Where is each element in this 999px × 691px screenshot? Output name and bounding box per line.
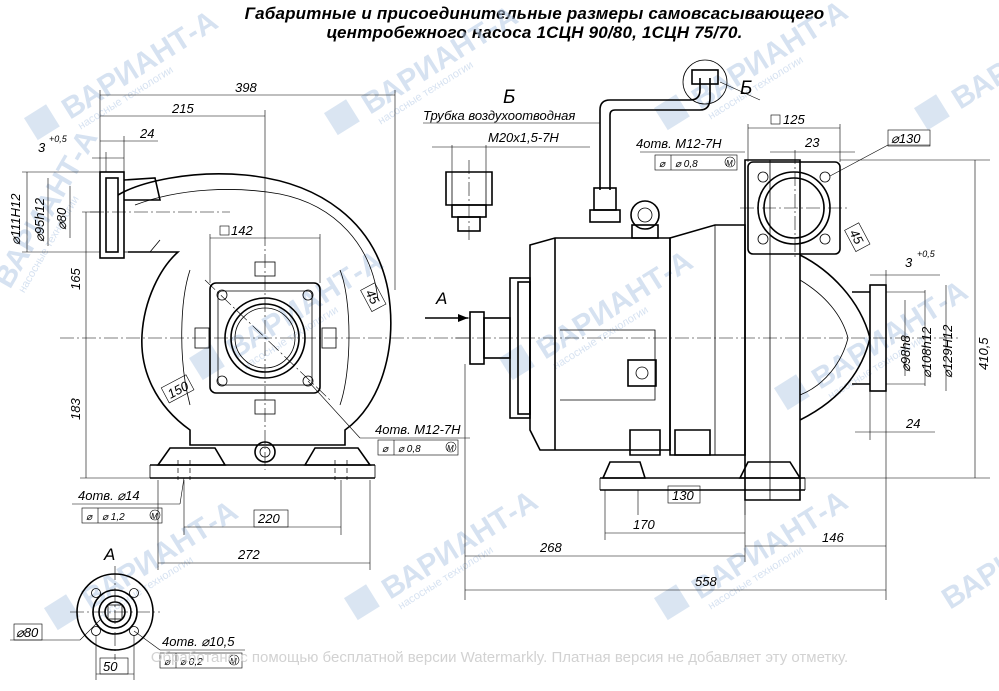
side-dim-height-410: 410,5: [976, 337, 991, 370]
watermark-footer-notice: Обработано с помощью бесплатной версии W…: [150, 649, 849, 666]
view-b-arrow-label: Б: [740, 78, 752, 99]
svg-text:⌀: ⌀: [659, 159, 666, 170]
motor-foot: [601, 461, 647, 479]
volute-inner: [134, 189, 379, 301]
front-view: 398 215 24 3 +0,5 ⌀111H12 ⌀95h12 ⌀80: [8, 80, 470, 570]
side-dim-base-130: 130: [672, 488, 694, 503]
view-b-label: Б: [503, 87, 515, 108]
pump-casing-side: [744, 159, 801, 501]
side-dim-diameter-129: ⌀129H12: [940, 324, 955, 378]
side-holes-position-tolerance: ⌀ 0,8: [675, 159, 698, 170]
flange-bolt-hole: [302, 375, 314, 387]
dim-flange-bore-diameter: ⌀80: [54, 207, 69, 230]
svg-text:⌀: ⌀: [164, 657, 171, 668]
side-holes-thread-callout: 4отв. М12-7Н: [636, 136, 722, 151]
view-a-diameter-80: ⌀80: [16, 625, 39, 640]
watermark-brand: ВАРИАНТ-А: [376, 484, 543, 606]
dim-diameter-130: ⌀130: [891, 131, 921, 146]
dim-flange-23: 23: [804, 135, 820, 150]
watermark-brand: ВАРИАНТ-А: [936, 494, 999, 616]
side-dim-length-146: 146: [822, 530, 844, 545]
drain-plug: [254, 441, 276, 463]
dim-to-axis: 215: [171, 101, 194, 116]
left-foot: [156, 447, 227, 466]
dim-flange-offset: 3: [38, 140, 46, 155]
dim-base-holes-span: 220: [257, 511, 280, 526]
drawing-title-line1: Габаритные и присоединительные размеры с…: [244, 4, 825, 23]
view-a-span-50: 50: [103, 659, 118, 674]
air-thread-label: М20х1,5-7Н: [488, 130, 559, 145]
view-a-bolt-hole: [91, 588, 101, 598]
front-holes-position-tolerance: ⌀ 0,8: [398, 444, 421, 455]
side-dim-flange-offset: 3: [905, 255, 913, 270]
air-vent-tube: [599, 78, 701, 190]
svg-text:M: M: [726, 159, 733, 168]
diagonal-axis: [204, 279, 331, 401]
watermark-brand: ВАРИАНТ-А: [686, 0, 853, 116]
watermark-brand: ВАРИАНТ-А: [946, 0, 999, 116]
view-a-holes-tolerance: ⌀ 0,2: [180, 657, 203, 668]
side-dim-flange-offset-tolerance: +0,5: [917, 249, 936, 259]
side-dim-diameter-98: ⌀98h8: [898, 334, 913, 372]
dim-flange-offset-tolerance: +0,5: [49, 134, 68, 144]
dim-diag-150: 150: [165, 378, 192, 402]
view-b-circle: [682, 59, 728, 105]
base-holes-position-tolerance: ⌀ 1,2: [102, 512, 125, 523]
dim-axis-height: 183: [68, 398, 83, 420]
right-foot: [303, 447, 372, 466]
dim-square-142: 142: [231, 223, 253, 238]
volute-casing: [117, 173, 392, 446]
suction-flange-side: [869, 284, 887, 392]
lifting-eye: [630, 200, 660, 230]
view-a-flange-outer: [76, 573, 154, 651]
side-dim-flange-24: 24: [905, 416, 920, 431]
view-a-bolt-hole: [91, 626, 101, 636]
dim-base-width: 272: [237, 547, 260, 562]
view-a-bolt-hole: [129, 588, 139, 598]
side-dim-length-268: 268: [539, 540, 562, 555]
front-holes-thread-callout: 4отв. М12-7Н: [375, 422, 461, 437]
air-vent-fitting: [593, 187, 617, 211]
view-a: А ⌀80 50 4отв. ⌀10,5: [10, 545, 245, 680]
dim-outlet-height: 165: [68, 268, 83, 290]
svg-text:⌀: ⌀: [382, 444, 389, 455]
svg-text:M: M: [230, 657, 237, 666]
view-a-label: А: [103, 545, 115, 564]
dim-overall-width: 398: [235, 80, 257, 95]
svg-text:M: M: [151, 512, 158, 521]
dim-flange-outer-diameter: ⌀111H12: [8, 193, 23, 245]
base-holes-callout: 4отв. ⌀14: [78, 488, 140, 503]
detail-b-fitting: [445, 171, 493, 206]
watermark-brand: ВАРИАНТ-А: [531, 244, 698, 366]
side-dim-angle-45: 45: [846, 227, 866, 247]
side-dim-base-170: 170: [633, 517, 655, 532]
air-tube-label: Трубка воздухоотводная: [423, 108, 575, 123]
discharge-flange: [99, 171, 125, 259]
watermark-brand: ВАРИАНТ-А: [356, 0, 523, 121]
svg-text:⌀: ⌀: [86, 512, 93, 523]
side-view: А: [423, 59, 991, 600]
flange-bolt-hole: [216, 289, 228, 301]
dim-angle-45: 45: [362, 287, 382, 307]
terminal-box: [627, 359, 657, 387]
watermark-layer: ВАРИАНТ-А насосные технологии ВАРИАНТ-А …: [0, 0, 999, 631]
view-a-arrow-label: А: [435, 289, 447, 308]
dim-flange-mid-diameter: ⌀95h12: [32, 197, 47, 242]
drawing-title-line2: центробежного насоса 1СЦН 90/80, 1СЦН 75…: [326, 23, 743, 42]
watermark-brand: ВАРИАНТ-А: [56, 4, 223, 126]
flange-bolt-hole: [302, 289, 314, 301]
view-a-holes-callout: 4отв. ⌀10,5: [162, 634, 235, 649]
side-dim-diameter-108: ⌀108h12: [919, 326, 934, 378]
suction-square-flange: [209, 282, 321, 394]
dim-square-125: 125: [783, 112, 805, 127]
flange-bolt-hole: [216, 375, 228, 387]
svg-text:M: M: [447, 444, 454, 453]
watermark-brand: ВАРИАНТ-А: [221, 244, 388, 366]
air-vent-nut: [691, 69, 719, 85]
suction-bore: [224, 297, 306, 379]
dim-flange-width: 24: [139, 126, 154, 141]
side-dim-overall-558: 558: [695, 574, 717, 589]
